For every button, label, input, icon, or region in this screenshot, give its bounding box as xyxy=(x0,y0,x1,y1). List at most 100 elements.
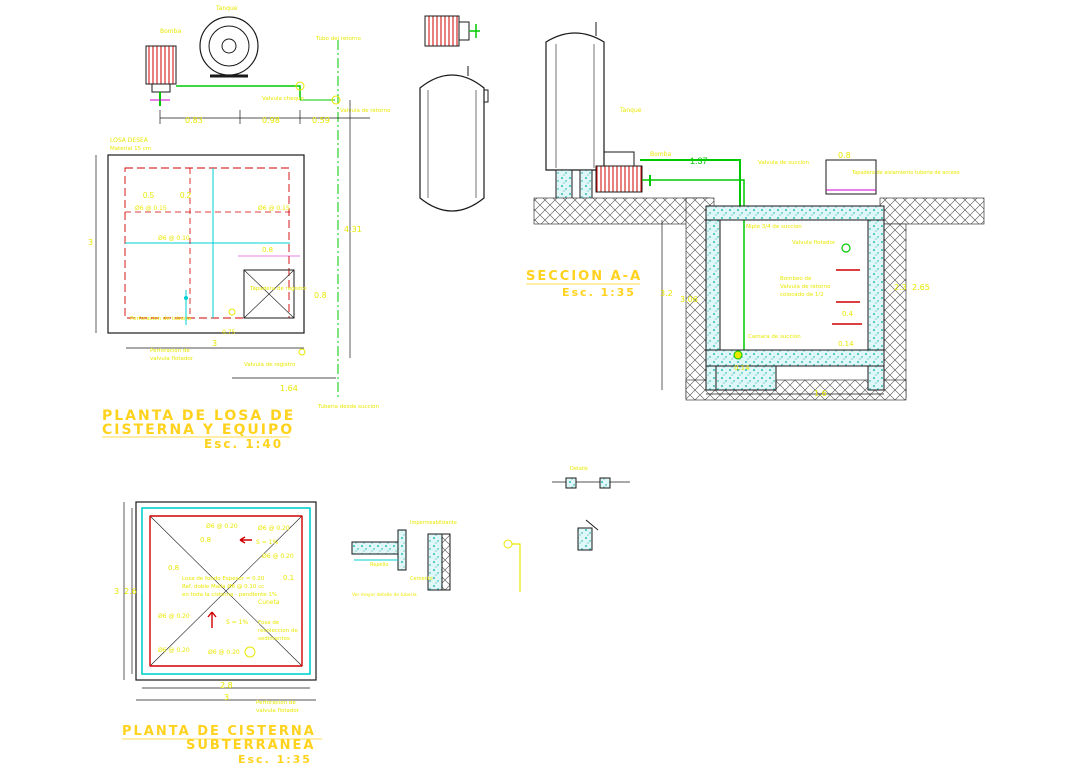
scale-cistern: Esc. 1:35 xyxy=(238,753,312,766)
label-bomba: Bomba xyxy=(160,28,181,35)
cist-perf-1: Perforacion de xyxy=(256,700,296,706)
dim-164: 1.64 xyxy=(280,384,298,393)
section-a-a: Tanque Bomba 1.37 Valvula de succion SEC… xyxy=(526,22,985,401)
detail-label-1: Impermeabilizante xyxy=(410,520,457,526)
sec-dim-014a: 0.14 xyxy=(838,340,854,348)
pump-section-icon xyxy=(595,165,643,193)
label-perforacion-b1: Perforacion de xyxy=(150,348,190,354)
cistern-plan: Ø6 @ 0.20 Ø6 @ 0.20 0.8 S = 1% Ø6 @ 0.20… xyxy=(114,501,322,766)
cistern-right-wall xyxy=(867,219,885,391)
cist-fosa-1: Fosa de xyxy=(258,620,280,626)
dim-075: 0.75 xyxy=(222,329,236,336)
dim-431: 4.31 xyxy=(344,225,362,234)
sec-dim-16: 1.6 xyxy=(814,389,827,398)
scale-slab: Esc. 1:40 xyxy=(204,437,283,451)
dim-3-bottom: 3 xyxy=(212,339,217,348)
slab-plan: 0.83 0.98 0.59 Bomba Tanque Tubo del ret… xyxy=(88,5,391,451)
sec-dim-265: 2.65 xyxy=(912,283,930,292)
cist-dim-08b: 0.8 xyxy=(168,564,179,572)
sec-label-valvula-succion: Valvula de succion xyxy=(758,160,810,166)
sec-dim-32: 3.2 xyxy=(660,289,673,298)
label-perforacion-left: Perforacion de tuberia xyxy=(130,316,191,322)
manhole-cover xyxy=(243,269,295,319)
label-tanque: Tanque xyxy=(215,5,238,12)
cist-dim-26: 2.6 xyxy=(124,587,137,596)
cist-rebar-left: Ø6 @ 0.20 xyxy=(158,613,190,620)
sec-label-bombeo-3: colocado de 1/2 xyxy=(780,292,824,298)
dim-05: 0.5 xyxy=(143,191,155,200)
cist-fosa-2: recoleccion de xyxy=(258,628,298,634)
cistern-left-wall xyxy=(705,219,721,391)
cist-rebar-bl: Ø6 @ 0.20 xyxy=(158,647,190,654)
cist-dim-01: 0.1 xyxy=(283,574,294,582)
motor-icon xyxy=(424,15,460,47)
label-valvula-retorno: Valvula de retorno xyxy=(340,108,391,114)
detail-label-3: Cemento xyxy=(410,576,433,582)
cist-note-1: Losa de fondo Espesor = 0.20 xyxy=(182,576,265,582)
cist-note-3: en toda la cisterna - pendiente 1% xyxy=(182,592,277,598)
sec-label-tanque: Tanque xyxy=(619,107,642,114)
sec-dim-137: 1.37 xyxy=(690,156,708,166)
section-scale: Esc. 1:35 xyxy=(562,286,636,299)
cistern-outer xyxy=(135,501,317,681)
tank-side-icon xyxy=(419,74,485,212)
cistern-bottom-slab xyxy=(705,349,885,367)
tank-vertical-icon xyxy=(545,32,605,171)
label-tuberia-succion: Tuberia desde succion xyxy=(317,404,379,410)
cistern-top-slab xyxy=(705,205,885,221)
detail-label-5: Detalle xyxy=(570,466,588,472)
sec-label-flotador: Valvula flotador xyxy=(792,240,836,246)
cist-fosa-3: sedimentos xyxy=(258,636,290,642)
dim-098: 0.98 xyxy=(262,116,280,125)
cist-note-2: Ref. doble Malla Ø6 @ 0.10 cc xyxy=(182,583,264,590)
sec-dim-08: 0.8 xyxy=(838,151,851,160)
label-perforacion-b2: valvula flotador xyxy=(150,356,194,362)
sec-dim-04: 0.4 xyxy=(842,310,854,318)
cist-rebar-top2: Ø6 @ 0.20 xyxy=(258,525,290,532)
ground-right xyxy=(879,197,985,225)
title-cistern-1: PLANTA DE CISTERNA xyxy=(122,724,316,739)
pump-icon xyxy=(145,45,177,85)
construction-details: Impermeabilizante Repello Cemento Ver ma… xyxy=(351,466,630,598)
dim-083: 0.83 xyxy=(185,116,203,125)
dim-08b: 0.8 xyxy=(314,291,327,300)
equipment-elevations xyxy=(419,15,489,212)
ground-left xyxy=(533,197,711,225)
section-title: SECCION A-A xyxy=(526,269,642,284)
dim-059: 0.59 xyxy=(312,116,330,125)
label-valvula-cheque: Valvula cheque xyxy=(262,96,304,102)
detail-label-2: Repello xyxy=(370,562,388,568)
label-valvula-registro: Valvula de registro xyxy=(244,362,296,368)
sec-dim-014b: 0.14 xyxy=(734,364,750,372)
sec-label-camara: Camara de succion xyxy=(748,334,801,340)
cist-dim-3-left: 3 xyxy=(114,587,119,596)
title-slab-2: CISTERNA Y EQUIPO xyxy=(102,422,294,438)
dim-02: 0.2 xyxy=(180,191,192,200)
cist-dim-3-bottom: 3 xyxy=(224,693,229,702)
cist-cuneta: Cuneta xyxy=(258,599,280,606)
rebar-left: Ø6 @ 0.15 xyxy=(135,205,167,212)
dim-08a: 0.8 xyxy=(262,246,273,254)
detail-label-4: Ver mayor detalle de tuberia xyxy=(352,592,417,598)
rebar-right: Ø6 @ 0.15 xyxy=(258,205,290,212)
dim-3-left: 3 xyxy=(88,238,93,247)
slab-outline xyxy=(107,154,305,334)
cist-slope-mid: S = 1% xyxy=(226,619,248,626)
cist-slope-top: S = 1% xyxy=(256,539,278,546)
cist-perf-2: valvula flotador xyxy=(256,708,300,714)
label-losa-sub: Material 15 cm xyxy=(110,146,151,152)
label-tubo-retorno: Tubo del retorno xyxy=(315,36,361,42)
cist-dim-28: 2.8 xyxy=(220,681,233,690)
label-tapadera: Tapadera de registro xyxy=(249,286,307,292)
sec-label-niple: Niple 3/4 de succion xyxy=(746,224,802,230)
sec-label-bomba: Bomba xyxy=(650,151,671,158)
rebar-center: Ø6 @ 0.10 xyxy=(158,235,190,242)
label-losa: LOSA DESEA xyxy=(110,137,149,144)
sec-dim-23: 2.3 xyxy=(894,283,907,292)
cist-dim-08a: 0.8 xyxy=(200,536,211,544)
title-slab-1: PLANTA DE LOSA DE xyxy=(102,408,295,424)
title-cistern-2: SUBTERRANEA xyxy=(186,738,315,753)
sec-label-tapadera: Tapadera de aislamiento tuberia de acces… xyxy=(851,170,960,176)
sec-label-bombeo-2: Valvula de retorno xyxy=(780,284,831,290)
